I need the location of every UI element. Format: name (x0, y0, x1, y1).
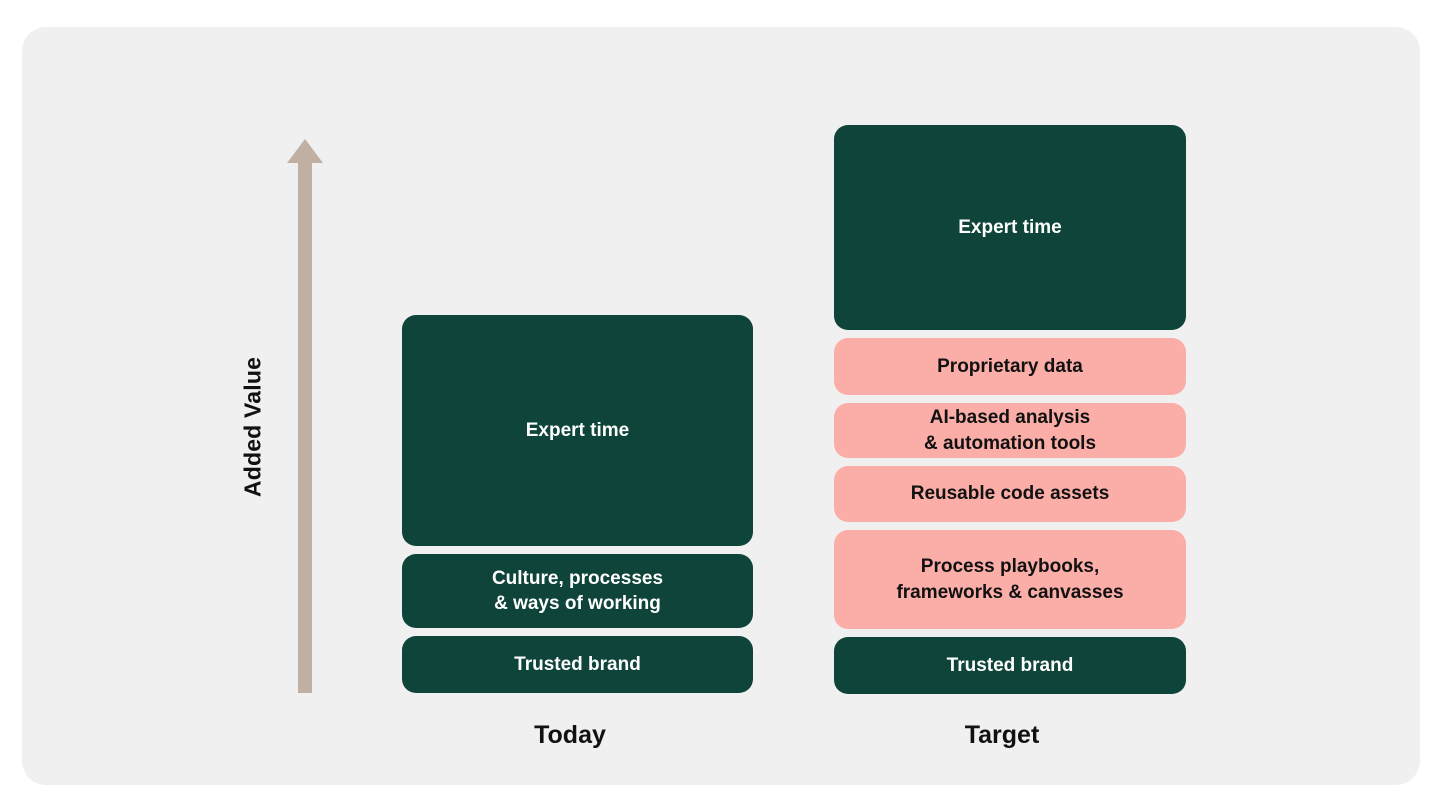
target-box-process-playbooks[interactable]: Process playbooks,frameworks & canvasses (834, 530, 1186, 629)
column-caption-target: Target (964, 721, 1040, 749)
target-box-trusted-brand[interactable]: Trusted brand (834, 637, 1186, 694)
column-caption-today: Today (534, 721, 606, 749)
today-box-expert-time[interactable]: Expert time (402, 315, 753, 546)
up-arrow-icon (287, 139, 323, 693)
diagram-panel: Added Value Expert time Culture, process… (22, 27, 1420, 785)
target-box-proprietary-data[interactable]: Proprietary data (834, 338, 1186, 395)
today-box-culture-processes[interactable]: Culture, processes& ways of working (402, 554, 753, 628)
column-target: Expert time Proprietary data AI-based an… (834, 125, 1186, 694)
target-box-reusable-code-assets[interactable]: Reusable code assets (834, 466, 1186, 522)
axis-label-added-value: Added Value (239, 356, 266, 498)
target-box-ai-based-analysis[interactable]: AI-based analysis& automation tools (834, 403, 1186, 458)
added-value-arrow (284, 137, 326, 695)
target-box-expert-time[interactable]: Expert time (834, 125, 1186, 330)
column-today: Expert time Culture, processes& ways of … (402, 315, 753, 693)
today-box-trusted-brand[interactable]: Trusted brand (402, 636, 753, 693)
